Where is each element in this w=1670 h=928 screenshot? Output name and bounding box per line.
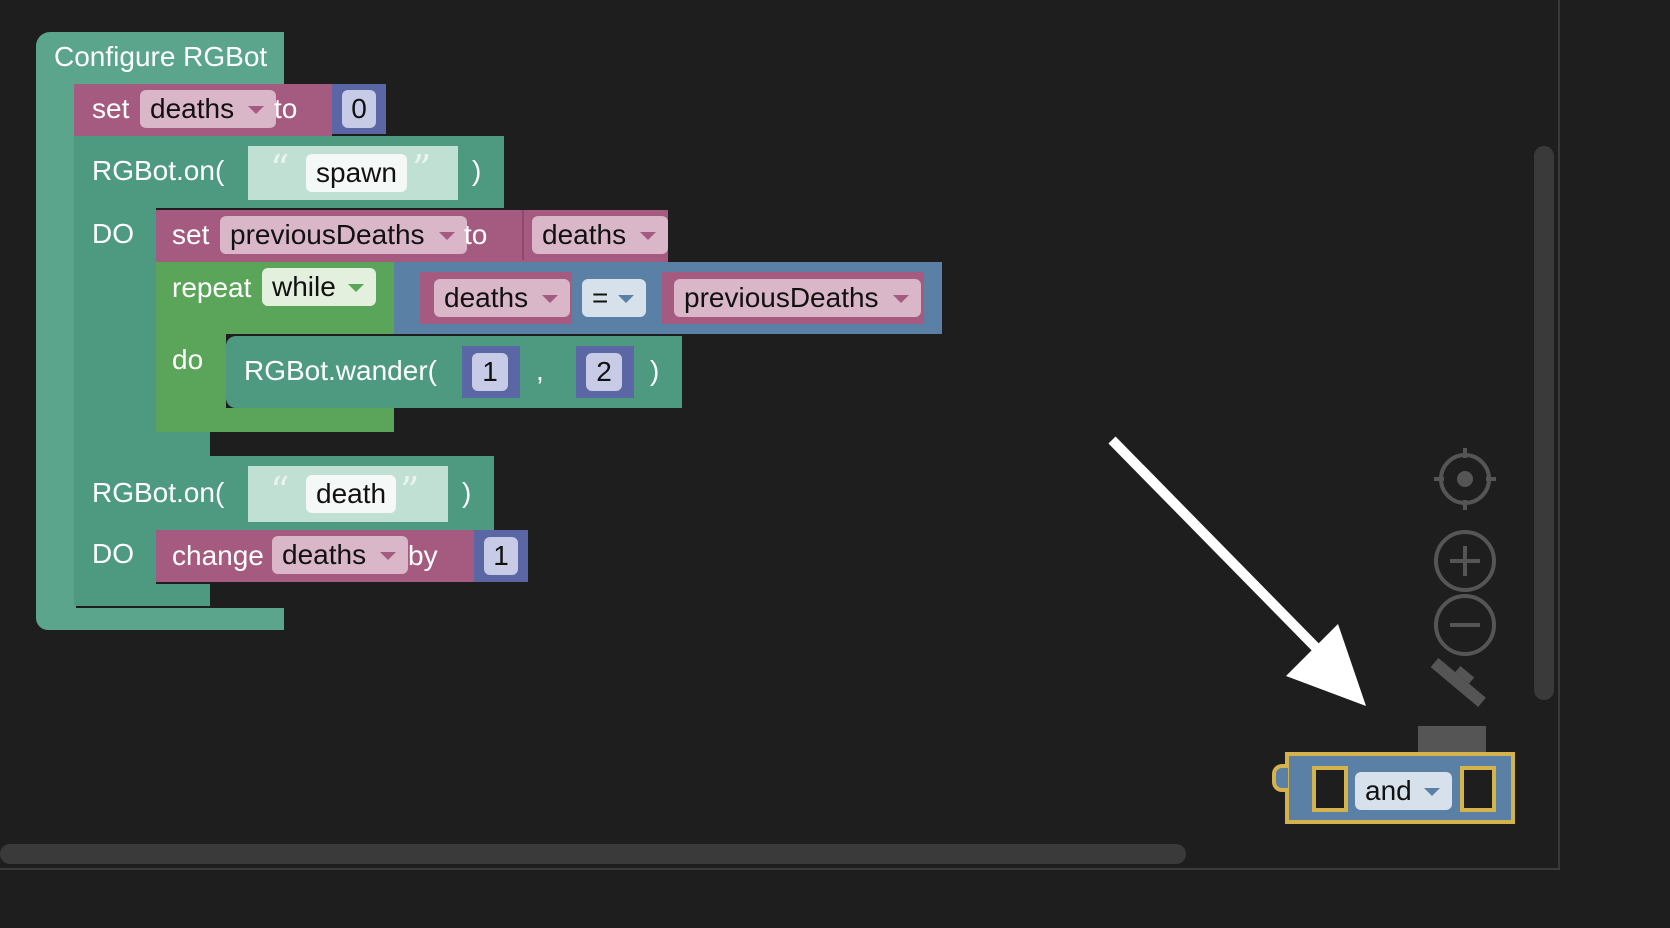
chevron-down-icon bbox=[892, 295, 909, 303]
set-keyword: set bbox=[172, 219, 210, 250]
change-variable-dropdown[interactable]: deaths bbox=[272, 536, 409, 574]
comma: , bbox=[536, 355, 544, 386]
arg1-field[interactable]: 1 bbox=[472, 353, 508, 391]
death-text-field[interactable]: death bbox=[306, 475, 397, 513]
deaths-getter-dropdown[interactable]: deaths bbox=[532, 216, 669, 254]
change-keyword: change bbox=[172, 540, 264, 571]
open-quote-icon: “ bbox=[270, 469, 290, 513]
variable-name: deaths bbox=[444, 282, 529, 313]
to-keyword: to bbox=[274, 93, 298, 124]
compare-left-dropdown[interactable]: deaths bbox=[434, 279, 571, 317]
set-deaths-variable-dropdown[interactable]: deaths bbox=[140, 90, 277, 128]
operator-value: = bbox=[592, 282, 609, 313]
previous-deaths-variable-dropdown[interactable]: previousDeaths bbox=[220, 216, 467, 254]
repeat-mode-value: while bbox=[272, 271, 336, 302]
repeat-mode-dropdown[interactable]: while bbox=[262, 268, 376, 306]
workspace-border-right bbox=[1558, 0, 1560, 870]
close-quote-icon: ” bbox=[400, 469, 420, 513]
compare-operator-dropdown[interactable]: = bbox=[582, 279, 647, 317]
chevron-down-icon bbox=[248, 106, 265, 114]
do-label: DO bbox=[92, 538, 134, 569]
number-field[interactable]: 0 bbox=[342, 90, 376, 128]
operator-value: and bbox=[1365, 775, 1412, 806]
to-keyword: to bbox=[464, 219, 488, 250]
and-operator-dropdown[interactable]: and bbox=[1355, 772, 1452, 810]
close-quote-icon: ” bbox=[412, 147, 432, 191]
on-death-bottom bbox=[74, 584, 210, 606]
do-label: DO bbox=[92, 218, 134, 249]
compare-right-dropdown[interactable]: previousDeaths bbox=[674, 279, 921, 317]
and-left-slot[interactable] bbox=[1312, 766, 1348, 812]
configure-rgbot-label: Configure RGBot bbox=[54, 41, 268, 72]
on-death-spine bbox=[74, 528, 156, 586]
chevron-down-icon bbox=[438, 232, 455, 240]
spawn-text-field[interactable]: spawn bbox=[306, 154, 407, 192]
repeat-keyword: repeat bbox=[172, 272, 252, 303]
repeat-while-bottom bbox=[156, 408, 394, 432]
chevron-down-icon bbox=[1423, 788, 1440, 796]
chevron-down-icon bbox=[618, 295, 635, 303]
configure-rgbot-hat[interactable] bbox=[36, 32, 284, 88]
on-spawn-spine bbox=[74, 206, 156, 434]
on-spawn-label: RGBot.on( bbox=[92, 155, 225, 186]
and-block-tab bbox=[1272, 764, 1288, 792]
variable-name: deaths bbox=[282, 539, 367, 570]
chevron-down-icon bbox=[640, 232, 657, 240]
vertical-scrollbar[interactable] bbox=[1534, 146, 1554, 700]
plus-icon[interactable] bbox=[1432, 528, 1498, 594]
by-keyword: by bbox=[408, 540, 438, 571]
close-paren: ) bbox=[650, 355, 660, 386]
configure-rgbot-spine bbox=[36, 86, 76, 610]
minus-icon[interactable] bbox=[1432, 592, 1498, 658]
arrow-icon bbox=[1108, 436, 1366, 706]
arg2-field[interactable]: 2 bbox=[586, 353, 622, 391]
set-keyword: set bbox=[92, 93, 130, 124]
chevron-down-icon bbox=[380, 552, 397, 560]
configure-rgbot-bottom bbox=[36, 608, 284, 630]
close-paren: ) bbox=[462, 477, 472, 508]
horizontal-scrollbar[interactable] bbox=[0, 844, 1186, 864]
chevron-down-icon bbox=[542, 295, 559, 303]
variable-name: previousDeaths bbox=[230, 219, 425, 250]
and-right-slot[interactable] bbox=[1460, 766, 1496, 812]
close-paren: ) bbox=[472, 155, 482, 186]
do-keyword: do bbox=[172, 344, 204, 375]
variable-name: deaths bbox=[542, 219, 627, 250]
wander-label: RGBot.wander( bbox=[244, 355, 437, 386]
open-quote-icon: “ bbox=[270, 147, 290, 191]
on-spawn-bottom bbox=[74, 432, 210, 456]
variable-name: previousDeaths bbox=[684, 282, 879, 313]
variable-name: deaths bbox=[150, 93, 235, 124]
chevron-down-icon bbox=[347, 284, 364, 292]
repeat-while-spine bbox=[156, 332, 226, 412]
change-value-field[interactable]: 1 bbox=[484, 537, 518, 575]
workspace-border-bottom bbox=[0, 868, 1560, 870]
on-death-label: RGBot.on( bbox=[92, 477, 225, 508]
target-icon[interactable] bbox=[1432, 446, 1498, 512]
